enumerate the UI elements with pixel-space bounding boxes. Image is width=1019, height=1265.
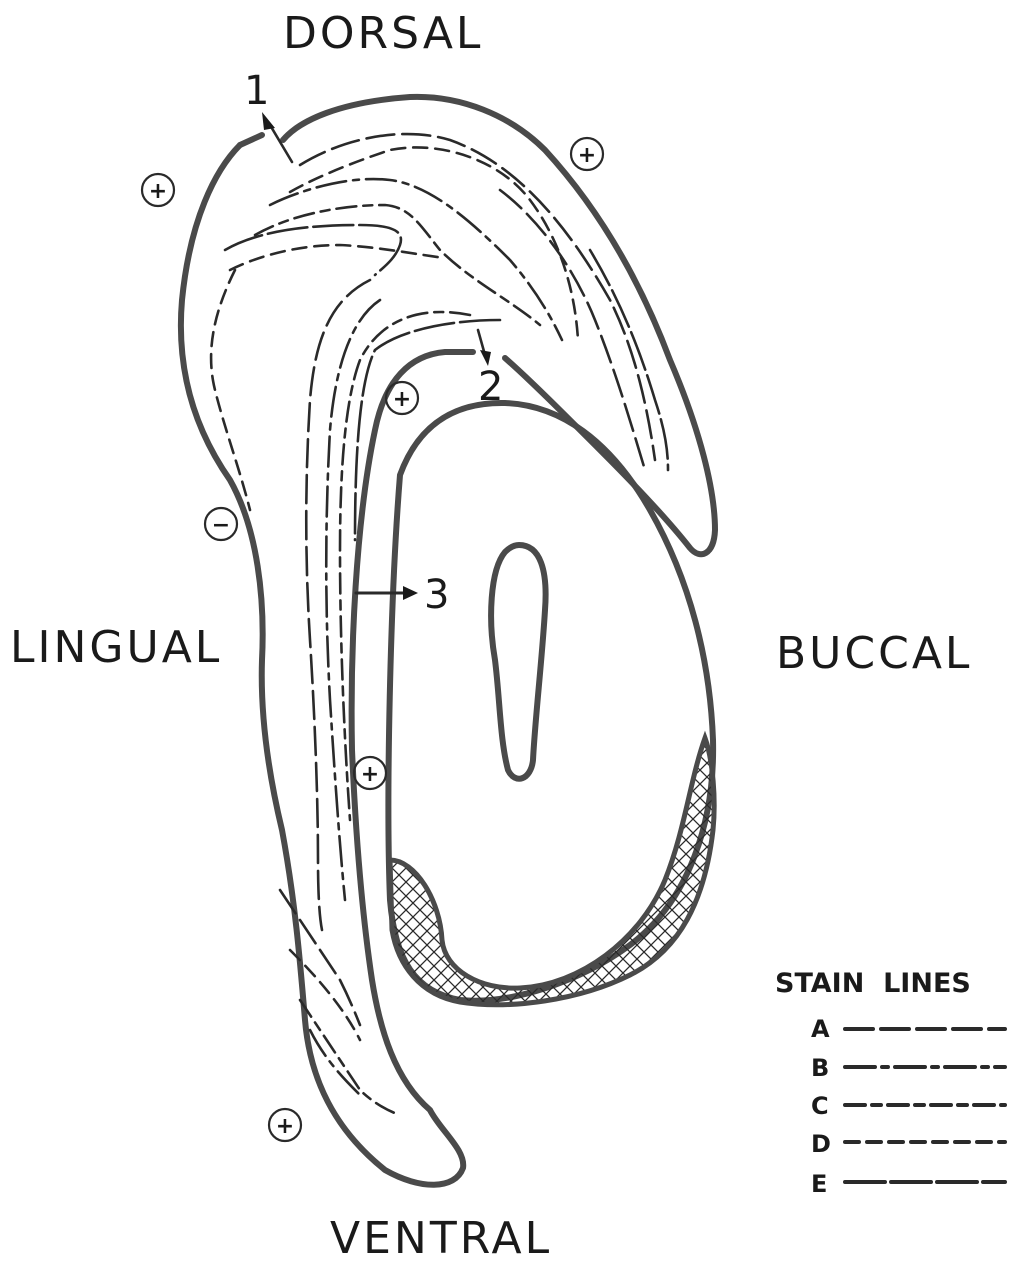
marker-3-label: 3	[424, 572, 449, 618]
svg-text:+: +	[361, 762, 379, 787]
label-buccal: BUCCAL	[776, 628, 972, 679]
outer-shell-outline	[181, 145, 473, 1185]
legend-title: STAIN LINES	[775, 968, 971, 999]
hatched-region	[390, 738, 714, 1005]
svg-text:+: +	[578, 143, 596, 168]
legend-key-e: E	[811, 1170, 827, 1198]
stain-line	[225, 225, 401, 275]
label-lingual: LINGUAL	[10, 622, 222, 673]
plus-sign-badge: +	[571, 138, 603, 170]
marker-2-label: 2	[478, 364, 503, 410]
legend-key-b: B	[811, 1054, 829, 1082]
stain-lines-legend: STAIN LINES A B C D E	[775, 968, 1005, 1198]
marker-1-label: 1	[244, 68, 269, 114]
dorsal-gap-edge	[240, 135, 262, 145]
label-ventral: VENTRAL	[330, 1213, 552, 1264]
dorsal-arm-outline	[283, 97, 715, 554]
label-dorsal: DORSAL	[283, 8, 483, 59]
svg-text:+: +	[393, 387, 411, 412]
svg-text:+: +	[276, 1114, 294, 1139]
legend-key-d: D	[811, 1130, 831, 1158]
stain-line	[211, 270, 250, 510]
arrow-1-head	[262, 112, 275, 130]
stain-line	[590, 250, 668, 470]
arrow-3-head	[403, 586, 418, 600]
plus-sign-badge: +	[269, 1109, 301, 1141]
plus-sign-badge: +	[142, 174, 174, 206]
stain-line	[300, 1000, 400, 1115]
plus-sign-badge: +	[386, 382, 418, 414]
minus-sign-badge: −	[205, 508, 237, 540]
svg-text:−: −	[212, 513, 230, 538]
pulp-cavity-outline	[491, 545, 545, 779]
legend-key-c: C	[811, 1092, 829, 1120]
stain-line	[230, 245, 445, 270]
plus-sign-badge: +	[354, 757, 386, 789]
stain-line	[255, 205, 540, 325]
legend-key-a: A	[811, 1015, 830, 1043]
stain-line	[300, 134, 655, 460]
svg-text:+: +	[149, 179, 167, 204]
